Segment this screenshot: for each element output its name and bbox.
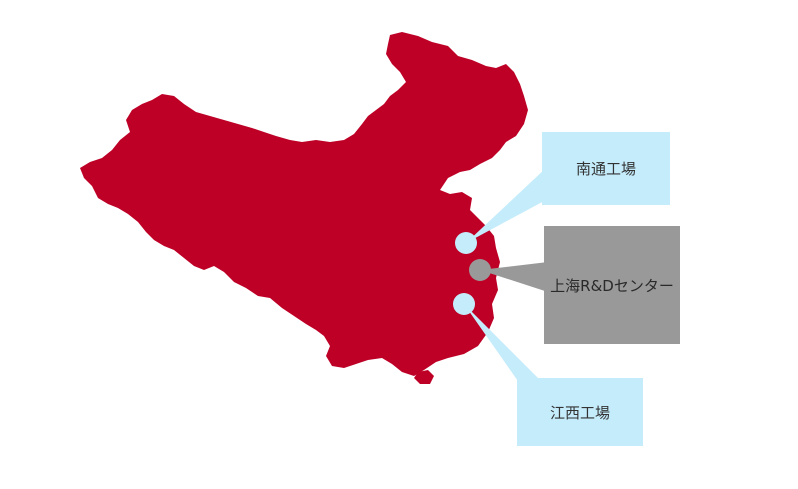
jiangxi-callout-pointer [464,304,544,384]
hainan-island-shape [414,370,434,384]
jiangxi-factory-label[interactable]: 江西工場 [517,378,643,446]
jiangxi-marker[interactable] [453,293,475,315]
china-country-shape [80,32,528,376]
shanghai-rd-center-label[interactable]: 上海R&Dセンター [544,226,680,344]
shanghai-marker[interactable] [469,259,491,281]
nantong-callout-pointer [466,168,546,243]
shanghai-callout-pointer [480,262,548,292]
shanghai-rd-center-label-text: 上海R&Dセンター [550,276,674,295]
nantong-factory-label[interactable]: 南通工場 [542,132,670,205]
nantong-factory-label-text: 南通工場 [575,160,636,178]
nantong-marker[interactable] [455,232,477,254]
jiangxi-factory-label-text: 江西工場 [549,403,610,422]
